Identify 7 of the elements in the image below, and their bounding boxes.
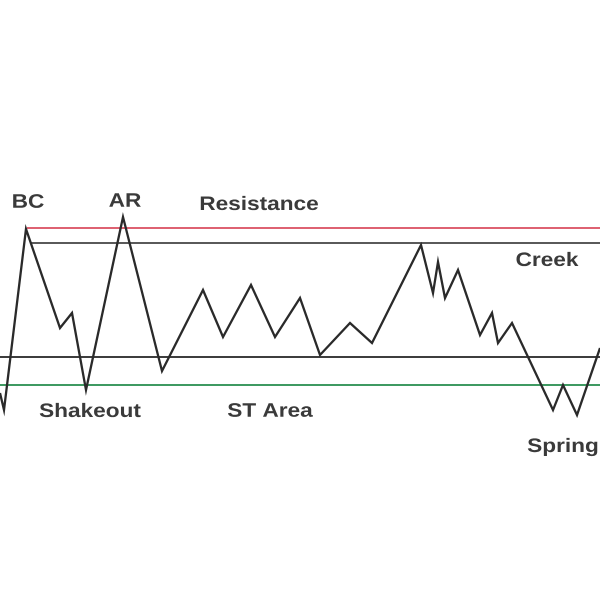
point-label: AR (109, 193, 141, 207)
point-label: Shakeout (40, 402, 141, 418)
point-label: BC (13, 194, 44, 208)
line-label: Creek (516, 252, 578, 266)
line-label: Resistance (200, 196, 318, 210)
point-label: ST Area (228, 403, 313, 417)
point-label: Spring (528, 438, 598, 456)
